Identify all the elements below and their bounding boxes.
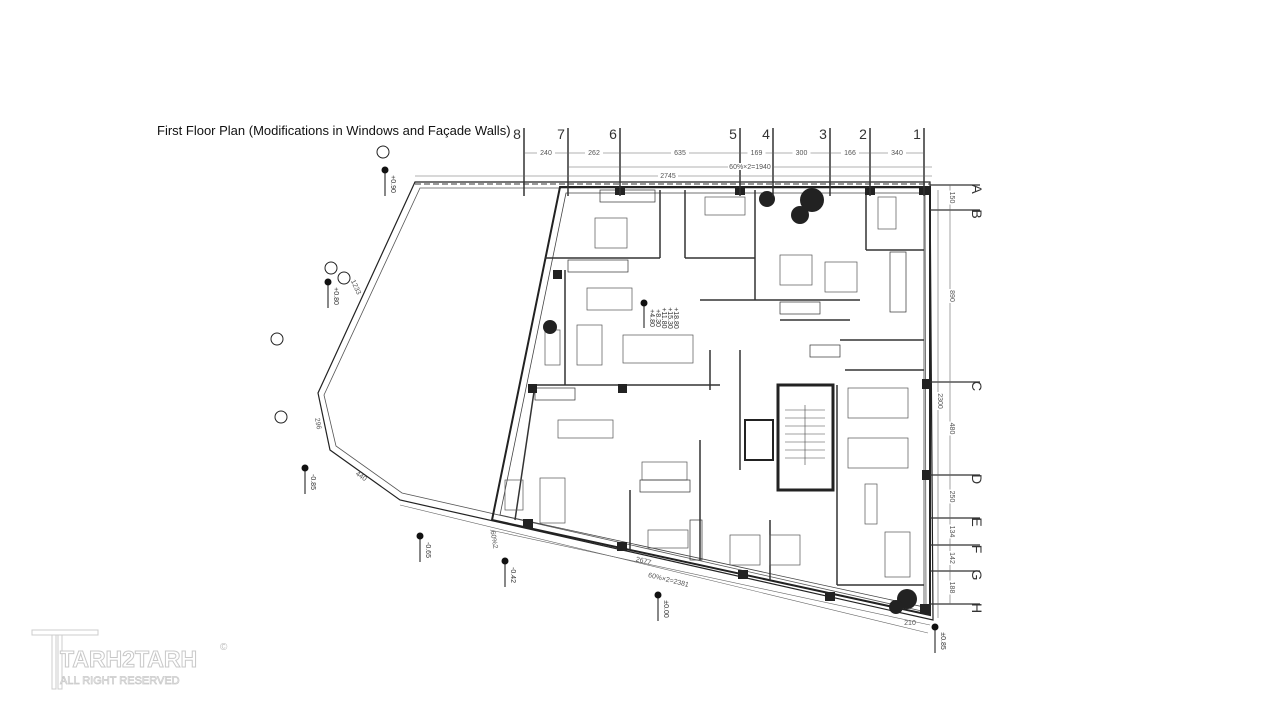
top-dimension: 340 — [891, 150, 903, 157]
stair-core — [776, 383, 835, 492]
dim-bg — [946, 421, 954, 436]
grid-label-8: 8 — [513, 126, 521, 142]
level-label: -0.42 — [509, 567, 516, 583]
grid-label-A: A — [969, 184, 985, 194]
right-dimension: 150 — [948, 192, 955, 204]
wall-dimension: 2677 — [635, 556, 652, 567]
grid-label-G: G — [969, 570, 985, 581]
stacked-level-label: +15.30 — [666, 307, 673, 329]
stacked-level-label: +8.30 — [654, 309, 661, 327]
right-dimension: 134 — [948, 526, 955, 538]
dim-bg — [537, 149, 555, 156]
stacked-level-label: +11.80 — [660, 307, 667, 328]
dim-bg — [747, 149, 766, 156]
grid-label-7: 7 — [557, 126, 565, 142]
column-logo-icon — [31, 629, 99, 690]
grid-label-C: C — [969, 381, 985, 391]
right-dimension: 188 — [948, 582, 955, 594]
logo-brand: TARH2TARH — [59, 646, 198, 673]
grid-label-3: 3 — [819, 126, 827, 142]
dim-bg — [671, 149, 689, 156]
grid-label-F: F — [969, 545, 985, 554]
wall-dimension: 440 — [354, 471, 368, 483]
wall-dimension: 60%2 — [488, 530, 498, 549]
top-overall-dimension: 60%×2=1940 — [729, 164, 771, 171]
level-label: +0.90 — [389, 175, 396, 193]
right-dimension: 890 — [948, 290, 955, 302]
grid-label-B: B — [969, 209, 985, 218]
grid-label-4: 4 — [762, 126, 770, 142]
dimension-line — [399, 504, 929, 634]
grid-label-H: H — [969, 603, 985, 613]
logo-copyright: © — [220, 642, 228, 653]
top-dimension: 300 — [796, 150, 808, 157]
top-overall-dimension: 2745 — [660, 173, 676, 180]
building-envelope — [490, 186, 931, 617]
watermark-logo: TARH2TARH ALL RIGHT RESERVED © — [30, 626, 230, 692]
grid-label-2: 2 — [859, 126, 867, 142]
dimension-line — [489, 529, 931, 626]
interior-walls — [514, 190, 924, 586]
dim-bg — [946, 489, 954, 504]
grid-label-6: 6 — [609, 126, 617, 142]
wall-dimension: 1233 — [349, 279, 362, 296]
level-label: ±0.00 — [662, 600, 669, 618]
dim-bg — [728, 163, 772, 170]
stacked-level-label: +18.80 — [672, 307, 679, 329]
dim-bg — [946, 580, 954, 595]
level-label: -0.65 — [424, 542, 431, 558]
dim-bg — [888, 149, 906, 156]
grid-label-1: 1 — [913, 126, 921, 142]
dim-bg — [585, 149, 603, 156]
trees — [543, 188, 917, 614]
wall-dimension: 296 — [313, 417, 322, 430]
dim-bg — [841, 149, 859, 156]
level-label: +0.80 — [332, 287, 339, 305]
site-markers — [270, 145, 390, 424]
terrace-outline — [317, 181, 934, 621]
dim-bg — [658, 172, 678, 179]
top-dimension: 262 — [588, 150, 600, 157]
right-dimension: 142 — [948, 552, 955, 564]
level-label: ±0.85 — [939, 632, 946, 650]
right-dimension: 250 — [948, 491, 955, 503]
grid-label-E: E — [969, 517, 985, 526]
dim-bg — [946, 524, 954, 539]
grid-label-5: 5 — [729, 126, 737, 142]
grid-label-D: D — [969, 474, 985, 484]
furniture — [504, 196, 911, 578]
level-label: -0.85 — [309, 474, 316, 490]
drawing-title: First Floor Plan (Modifications in Windo… — [157, 123, 511, 138]
dim-bg — [946, 289, 954, 303]
dim-bg — [792, 149, 811, 156]
logo-rights: ALL RIGHT RESERVED — [60, 675, 180, 688]
top-dimension: 635 — [674, 150, 686, 157]
hatched-panels — [534, 189, 907, 561]
wall-dimension: 60%×2=2381 — [647, 572, 689, 589]
right-overall-dimension: 2300 — [936, 393, 943, 409]
dim-bg — [934, 392, 942, 410]
top-dimension: 166 — [844, 150, 856, 157]
stacked-level-label: +4.80 — [648, 309, 655, 327]
dim-bg — [946, 190, 954, 205]
top-dimension: 240 — [540, 150, 552, 157]
elevator — [744, 419, 774, 461]
dim-bg — [946, 551, 954, 565]
right-dimension: 480 — [948, 423, 955, 435]
top-dimension: 169 — [751, 150, 763, 157]
wall-dimension: 210 — [904, 620, 916, 627]
